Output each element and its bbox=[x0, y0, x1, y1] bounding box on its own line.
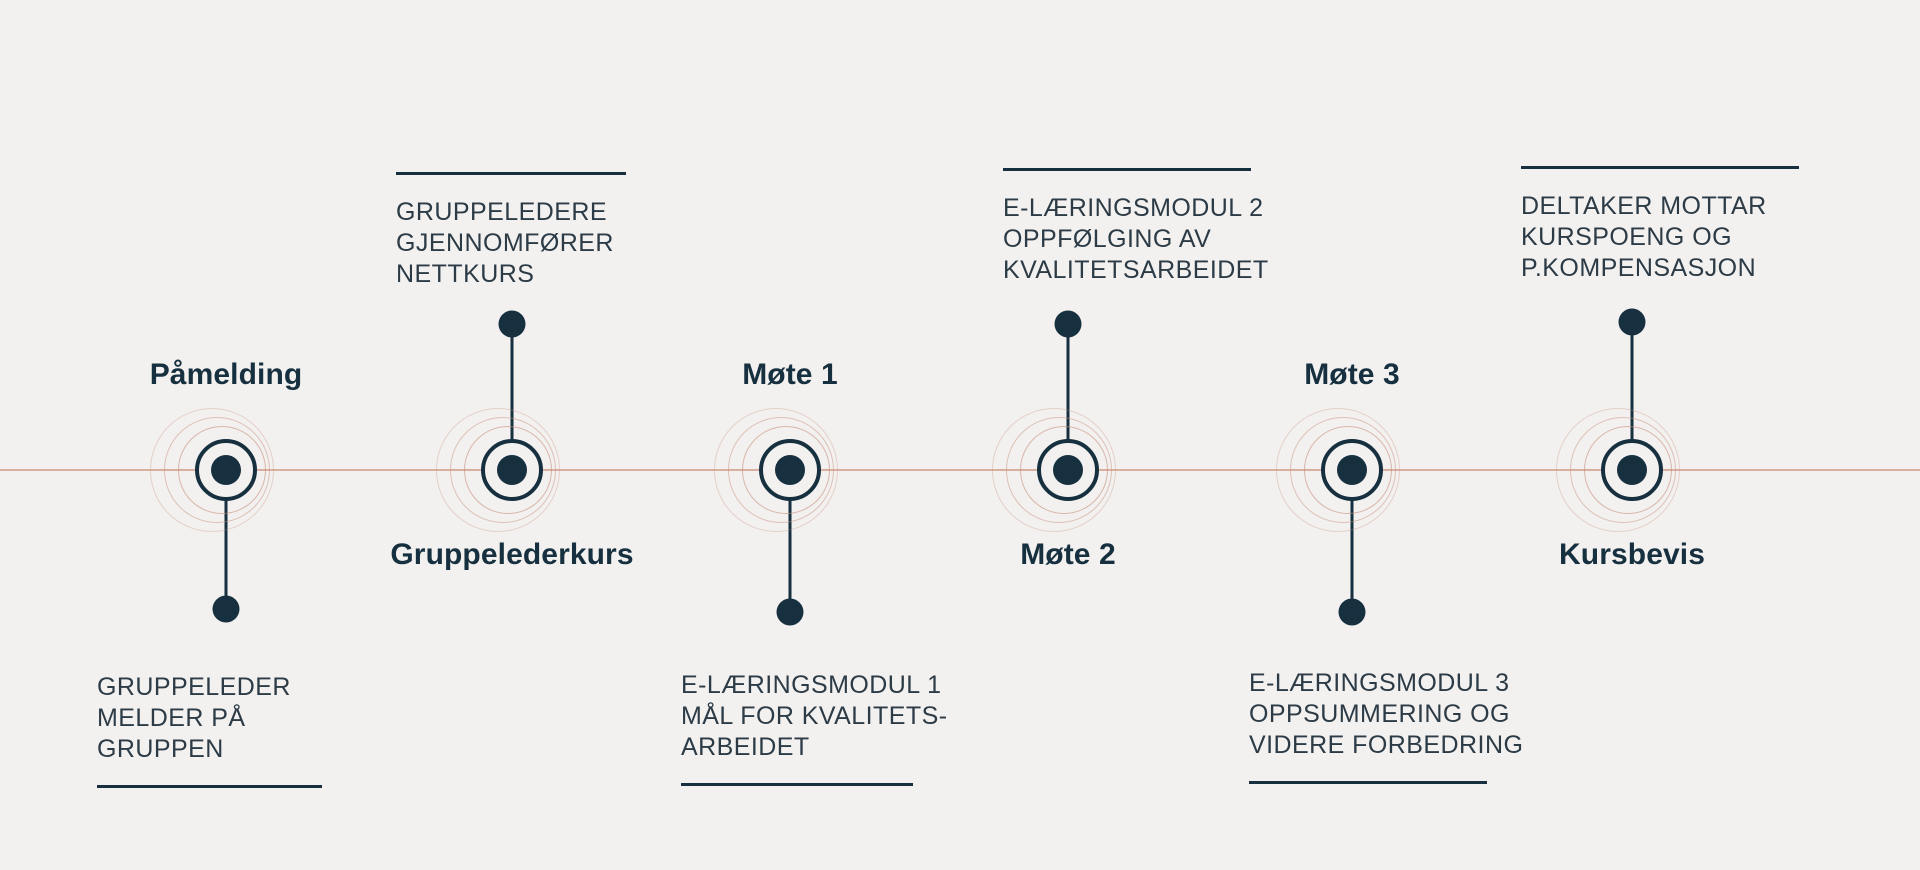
description-line: P.KOMPENSASJON bbox=[1521, 254, 1757, 282]
marker-center-dot bbox=[497, 455, 527, 485]
node-description-kursbevis: DELTAKER MOTTAR KURSPOENG OG P.KOMPENSASJO… bbox=[1521, 166, 1799, 284]
accent-rule bbox=[1249, 781, 1487, 784]
node-title-mote-3: Møte 3 bbox=[1304, 358, 1400, 391]
connector-endpoint-dot bbox=[776, 598, 804, 626]
accent-rule bbox=[681, 783, 913, 786]
connector-stem bbox=[1630, 322, 1634, 446]
description-line: GRUPPELEDER bbox=[97, 673, 291, 701]
marker-center-dot bbox=[1053, 455, 1083, 485]
description-line: KVALITETSARBEIDET bbox=[1003, 256, 1269, 284]
connector-stem bbox=[224, 494, 228, 609]
accent-rule bbox=[396, 172, 626, 175]
description-line: VIDERE FORBEDRING bbox=[1249, 731, 1524, 759]
accent-rule bbox=[1003, 168, 1251, 171]
timeline-marker-mote-2[interactable] bbox=[1037, 439, 1099, 501]
description-line: KURSPOENG OG bbox=[1521, 223, 1732, 251]
timeline-marker-gruppelederkurs[interactable] bbox=[481, 439, 543, 501]
node-title-mote-1: Møte 1 bbox=[742, 358, 838, 391]
timeline-marker-mote-1[interactable] bbox=[759, 439, 821, 501]
timeline-axis bbox=[0, 469, 1920, 471]
connector-endpoint-dot bbox=[1054, 310, 1082, 338]
marker-center-dot bbox=[1617, 455, 1647, 485]
connector-endpoint-dot bbox=[498, 310, 526, 338]
description-line: GRUPPELEDERE bbox=[396, 198, 608, 226]
marker-halo-ring bbox=[150, 408, 274, 532]
description-line: MELDER PÅ bbox=[97, 704, 246, 732]
node-title-mote-2: Møte 2 bbox=[1020, 538, 1116, 571]
marker-halo-ring bbox=[992, 408, 1116, 532]
marker-halo-ring bbox=[436, 408, 560, 532]
accent-rule bbox=[97, 785, 322, 788]
description-line: ARBEIDET bbox=[681, 733, 810, 761]
timeline-marker-pamelding[interactable] bbox=[195, 439, 257, 501]
marker-halo-ring bbox=[714, 408, 838, 532]
description-line: GRUPPEN bbox=[97, 735, 224, 763]
description-line: DELTAKER MOTTAR bbox=[1521, 192, 1767, 220]
marker-center-dot bbox=[775, 455, 805, 485]
description-line: E-LÆRINGSMODUL 2 bbox=[1003, 194, 1264, 222]
connector-endpoint-dot bbox=[1618, 308, 1646, 336]
node-title-pamelding: Påmelding bbox=[149, 358, 303, 391]
timeline-marker-mote-3[interactable] bbox=[1321, 439, 1383, 501]
node-description-pamelding: GRUPPELEDER MELDER PÅ GRUPPEN bbox=[97, 672, 322, 788]
node-description-mote-3: E-LÆRINGSMODUL 3 OPPSUMMERING OG VIDERE FO… bbox=[1249, 668, 1523, 784]
description-line: MÅL FOR KVALITETS- bbox=[681, 702, 948, 730]
description-line: E-LÆRINGSMODUL 3 bbox=[1249, 669, 1510, 697]
description-line: E-LÆRINGSMODUL 1 bbox=[681, 671, 942, 699]
marker-halo-ring bbox=[1556, 408, 1680, 532]
description-line: NETTKURS bbox=[396, 260, 535, 288]
node-description-mote-1: E-LÆRINGSMODUL 1 MÅL FOR KVALITETS- ARBEID… bbox=[681, 670, 947, 786]
node-description-mote-2: E-LÆRINGSMODUL 2 OPPFØLGING AV KVALITETSAR… bbox=[1003, 168, 1269, 286]
description-line: GJENNOMFØRER bbox=[396, 229, 614, 257]
connector-endpoint-dot bbox=[1338, 598, 1366, 626]
connector-stem bbox=[1066, 324, 1070, 446]
connector-stem bbox=[788, 494, 792, 612]
description-line: OPPSUMMERING OG bbox=[1249, 700, 1510, 728]
timeline-marker-kursbevis[interactable] bbox=[1601, 439, 1663, 501]
connector-stem bbox=[510, 324, 514, 446]
marker-center-dot bbox=[1337, 455, 1367, 485]
marker-center-dot bbox=[211, 455, 241, 485]
node-title-kursbevis: Kursbevis bbox=[1559, 538, 1705, 571]
marker-halo-ring bbox=[1276, 408, 1400, 532]
connector-endpoint-dot bbox=[212, 595, 240, 623]
connector-stem bbox=[1350, 494, 1354, 612]
node-title-gruppelederkurs: Gruppelederkurs bbox=[390, 538, 634, 571]
accent-rule bbox=[1521, 166, 1799, 169]
description-line: OPPFØLGING AV bbox=[1003, 225, 1212, 253]
node-description-gruppelederkurs: GRUPPELEDERE GJENNOMFØRER NETTKURS bbox=[396, 172, 626, 290]
